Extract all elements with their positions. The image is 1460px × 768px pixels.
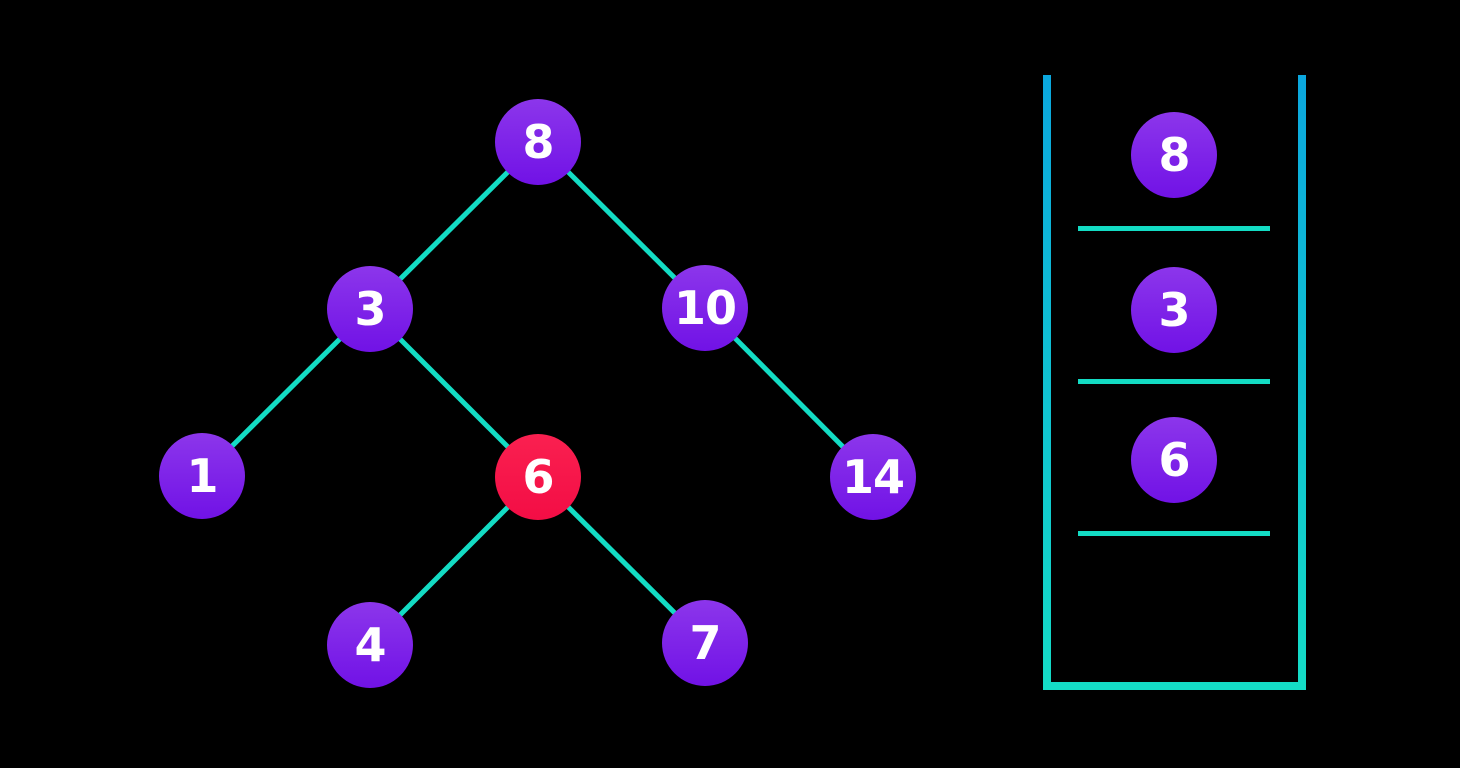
stack-item-3: 3 <box>1131 267 1217 353</box>
stack-left-wall <box>1043 75 1051 690</box>
tree-node-14: 14 <box>830 434 916 520</box>
tree-node-10-label: 10 <box>673 281 737 335</box>
tree-node-6: 6 <box>495 434 581 520</box>
tree-node-8-label: 8 <box>522 115 554 169</box>
tree-node-6-label: 6 <box>522 450 554 504</box>
tree-node-7: 7 <box>662 600 748 686</box>
tree-node-1-label: 1 <box>186 449 218 503</box>
stack-divider-3 <box>1078 531 1270 536</box>
tree-node-14-label: 14 <box>841 450 905 504</box>
stack-item-8: 8 <box>1131 112 1217 198</box>
stack-divider-1 <box>1078 226 1270 231</box>
tree-node-10: 10 <box>662 265 748 351</box>
tree-node-8: 8 <box>495 99 581 185</box>
tree-node-3: 3 <box>327 266 413 352</box>
tree-node-4: 4 <box>327 602 413 688</box>
stack-right-wall <box>1298 75 1306 690</box>
stack-item-3-label: 3 <box>1158 283 1190 337</box>
stack-item-6: 6 <box>1131 417 1217 503</box>
tree-node-1: 1 <box>159 433 245 519</box>
stack-divider-2 <box>1078 379 1270 384</box>
stack-item-8-label: 8 <box>1158 128 1190 182</box>
tree-node-3-label: 3 <box>354 282 386 336</box>
tree-node-7-label: 7 <box>689 616 721 670</box>
tree-node-4-label: 4 <box>354 618 386 672</box>
stack-item-6-label: 6 <box>1158 433 1190 487</box>
stack-bottom-wall <box>1043 682 1306 690</box>
